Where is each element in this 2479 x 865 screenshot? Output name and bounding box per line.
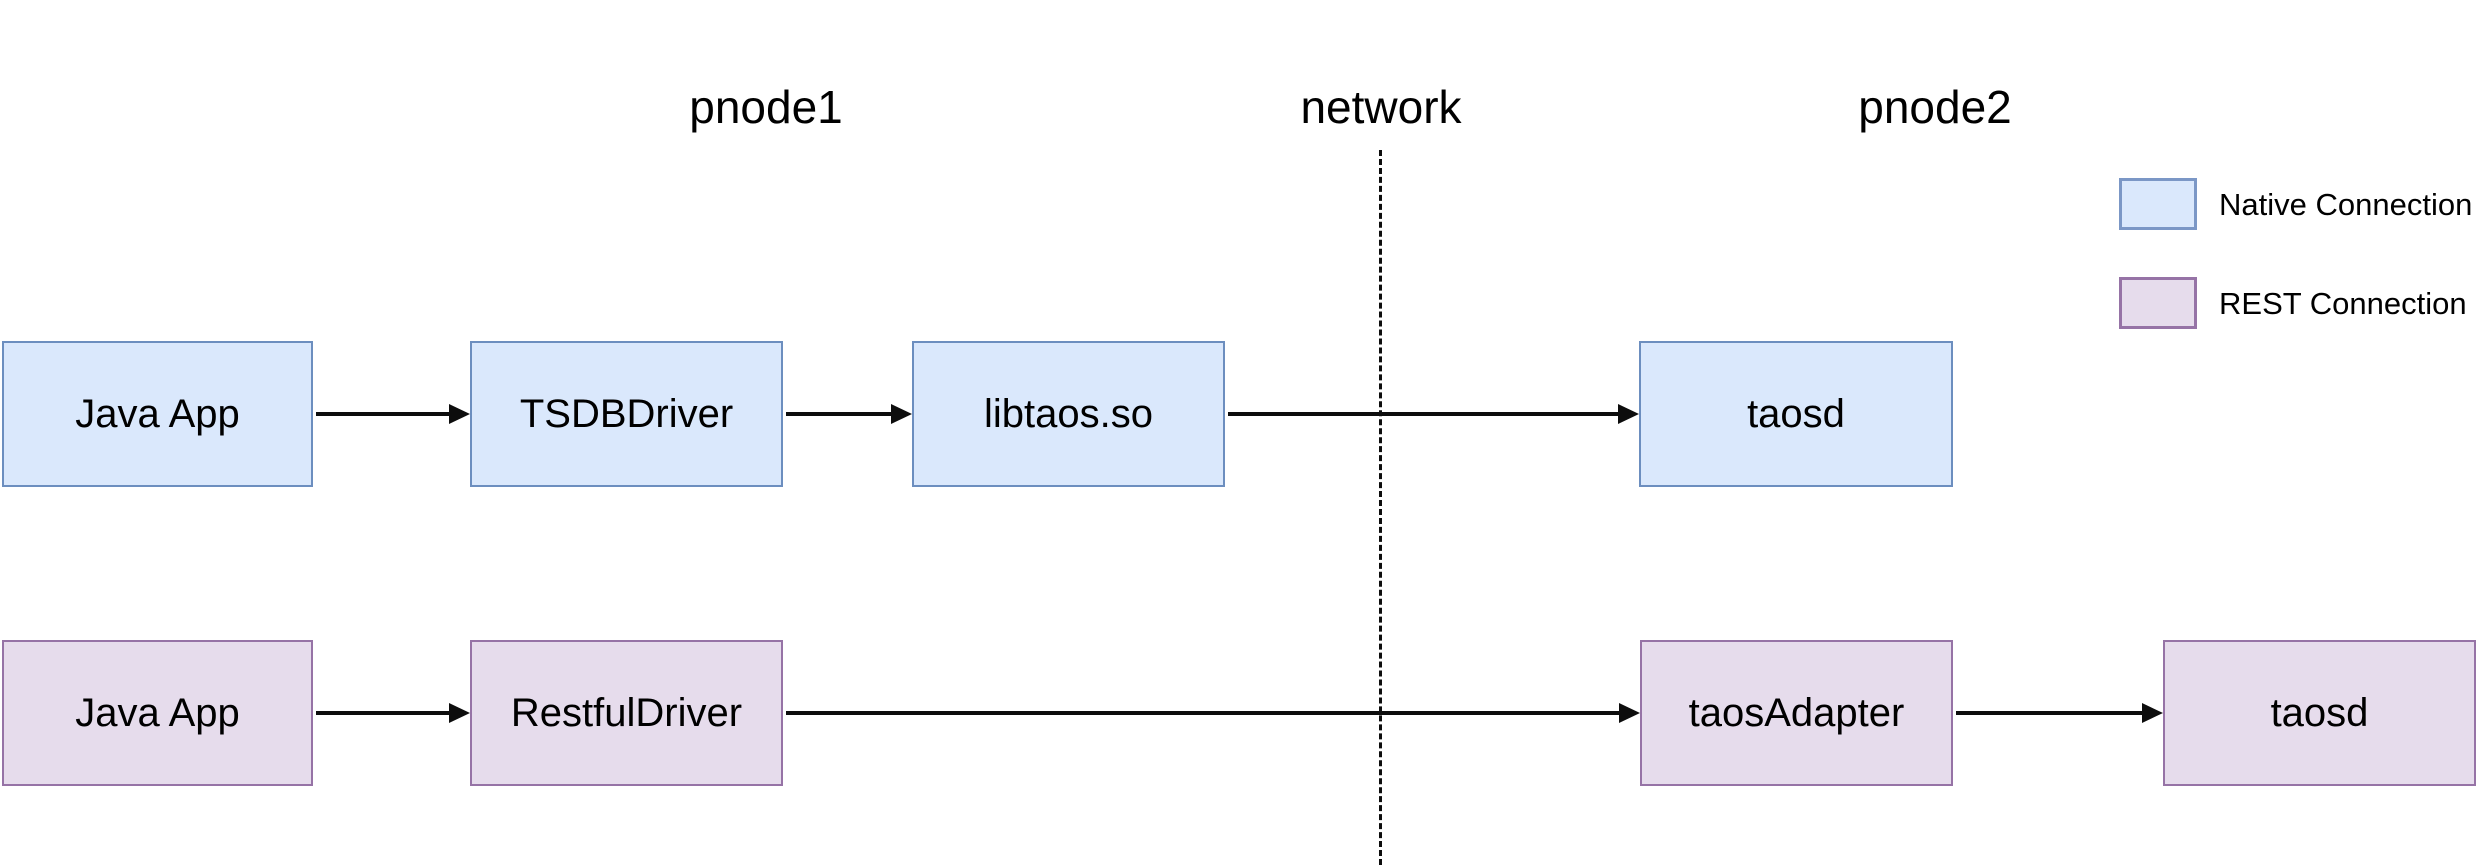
arrow-rest-taosadapter-to-taosd (1956, 703, 2163, 723)
section-label-network: network (1300, 81, 1462, 133)
rest-connection-swatch-icon (2119, 277, 2197, 329)
arrow-native-tsdbdriver-to-libtaos (786, 404, 912, 424)
legend-label-rest: REST Connection (2219, 285, 2467, 321)
node-rest-taosd: taosd (2163, 640, 2476, 786)
node-label: libtaos.so (984, 392, 1153, 436)
legend-item-native-connection: Native Connection (2119, 178, 2472, 230)
node-native-taosd: taosd (1639, 341, 1953, 487)
arrow-rest-restfuldriver-to-taosadapter (786, 703, 1640, 723)
node-label: TSDBDriver (519, 392, 734, 436)
node-label: taosd (2270, 691, 2369, 735)
legend-label-native: Native Connection (2219, 186, 2473, 222)
node-rest-java-app: Java App (2, 640, 313, 786)
section-label-pnode1: pnode1 (689, 81, 843, 133)
arrow-native-libtaos-to-taosd (1228, 404, 1639, 424)
node-native-java-app: Java App (2, 341, 313, 487)
node-label: Java App (75, 392, 240, 436)
node-label: RestfulDriver (510, 691, 743, 735)
node-rest-restfuldriver: RestfulDriver (470, 640, 783, 786)
arrow-rest-javaapp-to-restfuldriver (316, 703, 470, 723)
network-boundary-dashed-line (1379, 150, 1382, 865)
node-rest-taosadapter: taosAdapter (1640, 640, 1953, 786)
node-native-tsdbdriver: TSDBDriver (470, 341, 783, 487)
legend-item-rest-connection: REST Connection (2119, 277, 2467, 329)
arrow-native-javaapp-to-tsdbdriver (316, 404, 470, 424)
node-native-libtaos-so: libtaos.so (912, 341, 1225, 487)
section-label-pnode2: pnode2 (1858, 81, 2012, 133)
node-label: Java App (75, 691, 240, 735)
node-label: taosd (1747, 392, 1845, 436)
native-connection-swatch-icon (2119, 178, 2197, 230)
node-label: taosAdapter (1688, 691, 1905, 735)
